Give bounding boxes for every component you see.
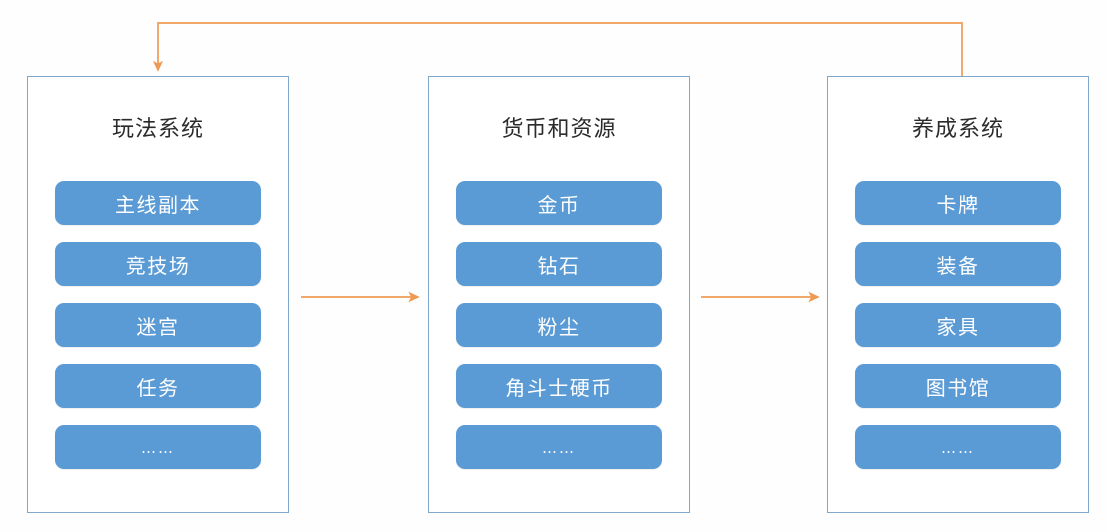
pill-item[interactable]: 金币 bbox=[456, 181, 662, 225]
panel-title-progression-system: 养成系统 bbox=[911, 117, 1004, 142]
panel-progression-system: 养成系统 卡牌 装备 家具 图书馆 …… bbox=[827, 76, 1089, 513]
pill-item-ellipsis[interactable]: …… bbox=[55, 425, 261, 469]
pill-item[interactable]: 任务 bbox=[55, 364, 261, 408]
connector-progression-to-gameplay bbox=[152, 22, 963, 76]
panel-gameplay-system: 玩法系统 主线副本 竞技场 迷宫 任务 …… bbox=[27, 76, 289, 513]
pill-item[interactable]: 钻石 bbox=[456, 242, 662, 286]
panel-currency-and-resources: 货币和资源 金币 钻石 粉尘 角斗士硬币 …… bbox=[428, 76, 690, 513]
pill-item[interactable]: 卡牌 bbox=[855, 181, 1061, 225]
pill-item[interactable]: 家具 bbox=[855, 303, 1061, 347]
pill-item[interactable]: 图书馆 bbox=[855, 364, 1061, 408]
pill-item[interactable]: 角斗士硬币 bbox=[456, 364, 662, 408]
pill-item[interactable]: 装备 bbox=[855, 242, 1061, 286]
pill-item-ellipsis[interactable]: …… bbox=[855, 425, 1061, 469]
pill-list-gameplay-system: 主线副本 竞技场 迷宫 任务 …… bbox=[28, 181, 288, 469]
pill-list-currency-and-resources: 金币 钻石 粉尘 角斗士硬币 …… bbox=[429, 181, 689, 469]
pill-item[interactable]: 主线副本 bbox=[55, 181, 261, 225]
panel-title-gameplay-system: 玩法系统 bbox=[111, 117, 204, 142]
pill-item[interactable]: 竞技场 bbox=[55, 242, 261, 286]
pill-item-ellipsis[interactable]: …… bbox=[456, 425, 662, 469]
pill-item[interactable]: 粉尘 bbox=[456, 303, 662, 347]
pill-list-progression-system: 卡牌 装备 家具 图书馆 …… bbox=[828, 181, 1088, 469]
panel-title-currency-and-resources: 货币和资源 bbox=[501, 117, 617, 142]
pill-item[interactable]: 迷宫 bbox=[55, 303, 261, 347]
